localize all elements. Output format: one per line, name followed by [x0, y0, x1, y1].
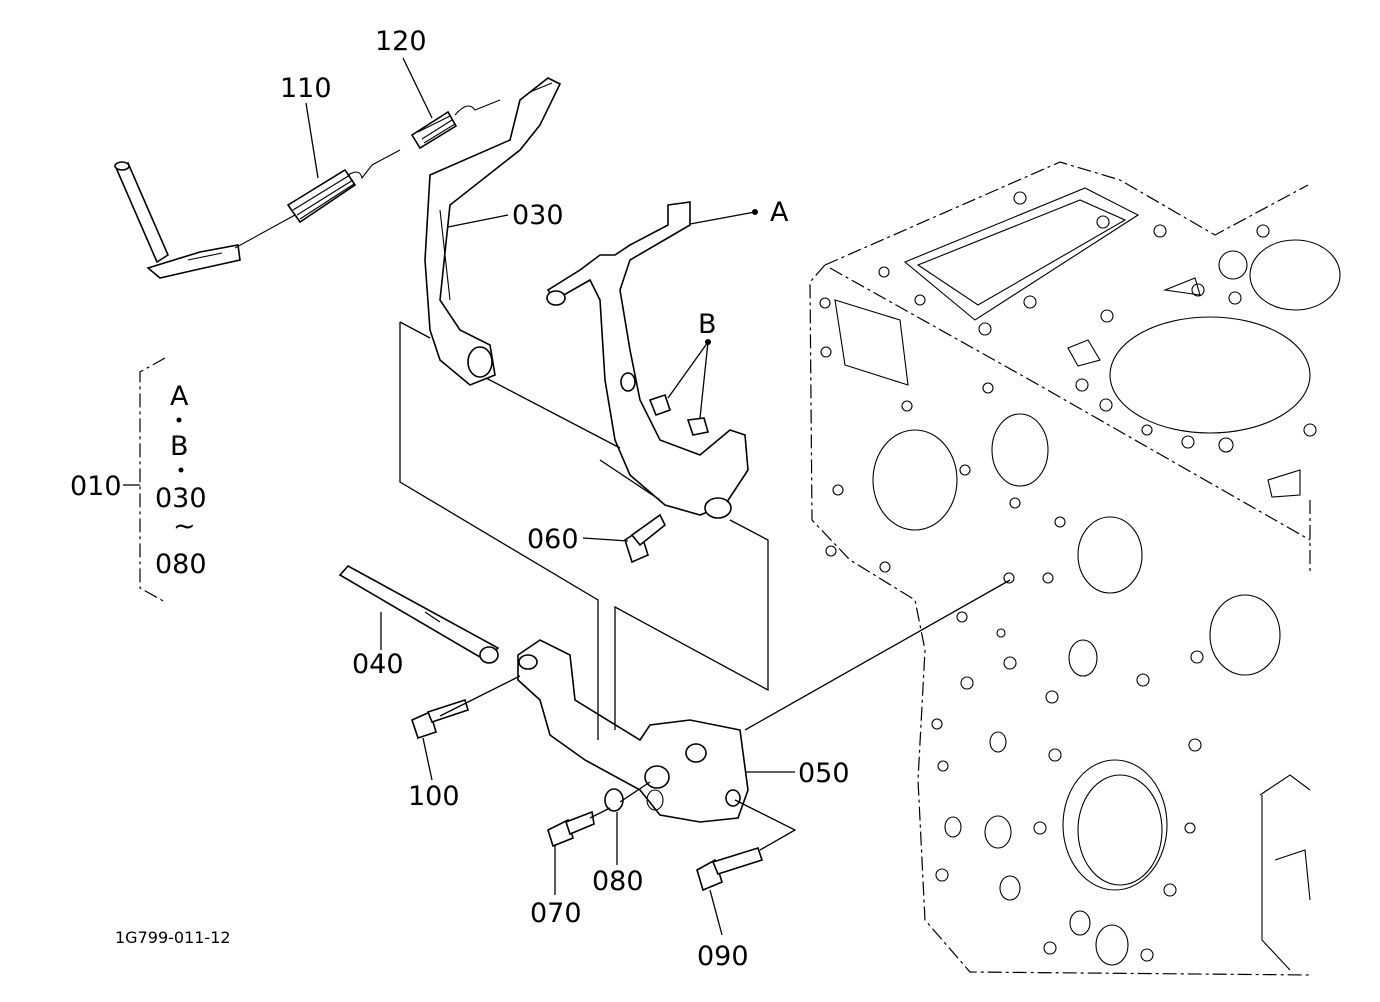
bolt-090	[696, 847, 764, 892]
leader-lines	[305, 57, 795, 936]
projection-lines	[399, 321, 1011, 851]
label-090: 090	[697, 941, 749, 972]
list-item-030: 030	[155, 483, 207, 514]
lever-030	[424, 77, 562, 386]
spring-120	[410, 99, 501, 150]
screw-070	[547, 810, 595, 848]
list-item-a: A	[170, 381, 189, 412]
bolt-060	[624, 513, 667, 564]
label-b: B	[698, 309, 717, 340]
label-070: 070	[530, 898, 582, 929]
spring-110	[286, 149, 401, 224]
label-080: 080	[592, 866, 644, 897]
bracket-010-list: A B 030 ~ 080	[155, 381, 207, 580]
label-030: 030	[512, 200, 564, 231]
list-range-sign: ~	[173, 511, 196, 542]
label-100: 100	[408, 781, 460, 812]
label-060: 060	[527, 524, 579, 555]
shaft-040	[338, 564, 500, 664]
label-110: 110	[280, 73, 332, 104]
label-120: 120	[375, 26, 427, 57]
label-040: 040	[352, 649, 404, 680]
bracket-010-group	[123, 357, 184, 603]
list-item-b: B	[170, 431, 189, 462]
bracket-050	[517, 639, 749, 823]
drawing-reference-code: 1G799-011-12	[115, 928, 231, 947]
part-labels: 120 110 030 A B 060 040 100 070 080 050 …	[70, 26, 850, 972]
block-holes	[819, 191, 1317, 966]
label-050: 050	[798, 758, 850, 789]
engine-block	[809, 161, 1341, 976]
label-010: 010	[70, 471, 122, 502]
bolt-100	[411, 698, 469, 740]
washer-080	[604, 788, 624, 812]
list-item-080: 080	[155, 549, 207, 580]
fork-lever	[546, 201, 749, 519]
governor-shaft-assembly	[114, 161, 296, 279]
label-a: A	[770, 197, 789, 228]
